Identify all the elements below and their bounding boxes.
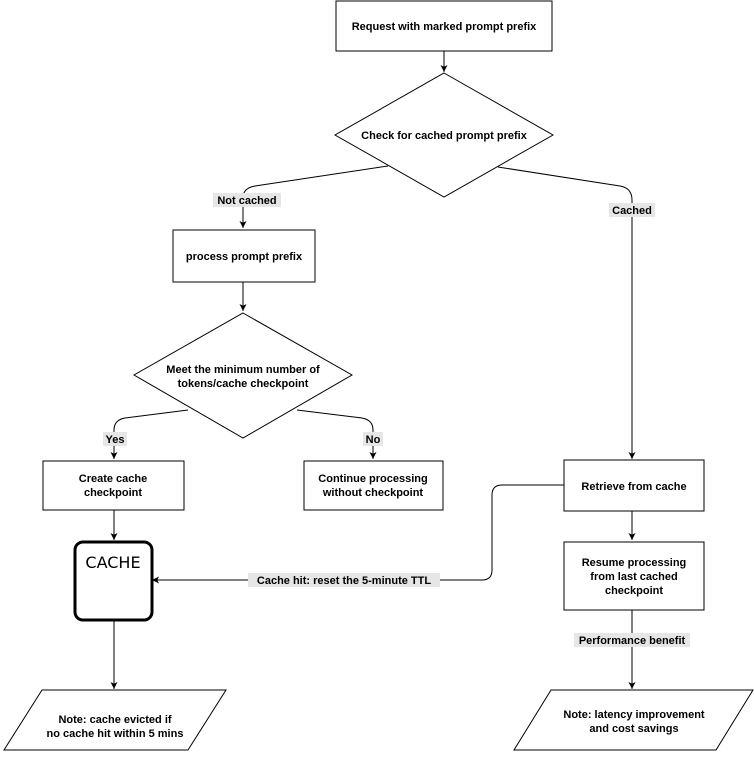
- svg-text:Note: latency improvement: Note: latency improvement: [563, 709, 705, 721]
- svg-text:Yes: Yes: [106, 434, 125, 446]
- edge-label-no: No: [363, 432, 383, 446]
- edge-label-yes: Yes: [103, 432, 127, 446]
- svg-text:checkpoint: checkpoint: [84, 487, 142, 499]
- svg-text:tokens/cache checkpoint: tokens/cache checkpoint: [178, 378, 309, 390]
- svg-text:Create cache: Create cache: [79, 473, 148, 485]
- svg-text:Not cached: Not cached: [217, 195, 276, 207]
- svg-text:Meet the minimum number of: Meet the minimum number of: [166, 364, 320, 376]
- svg-text:No: No: [366, 434, 381, 446]
- node-create-checkpoint: Create cache checkpoint: [42, 460, 185, 511]
- svg-text:Note: cache evicted if: Note: cache evicted if: [58, 714, 171, 726]
- svg-text:CACHE: CACHE: [85, 553, 140, 572]
- svg-text:Performance benefit: Performance benefit: [579, 635, 686, 647]
- decision-meet-minimum: Meet the minimum number of tokens/cache …: [132, 312, 354, 439]
- svg-text:Resume processing: Resume processing: [582, 557, 687, 569]
- svg-text:process prompt prefix: process prompt prefix: [186, 251, 303, 263]
- svg-text:Retrieve from cache: Retrieve from cache: [581, 481, 686, 493]
- node-process-prefix: process prompt prefix: [172, 229, 316, 283]
- svg-text:Cached: Cached: [612, 205, 652, 217]
- svg-text:no cache hit within 5 mins: no cache hit within 5 mins: [47, 728, 184, 740]
- svg-text:Check for cached prompt prefix: Check for cached prompt prefix: [361, 130, 528, 142]
- edge-label-cached: Cached: [609, 203, 655, 217]
- edge-meet-to-continue: [296, 409, 377, 459]
- node-request: Request with marked prompt prefix: [335, 0, 553, 52]
- node-continue-processing: Continue processing without checkpoint: [303, 460, 444, 511]
- svg-text:Continue processing: Continue processing: [318, 473, 427, 485]
- node-resume-processing: Resume processing from last cached check…: [563, 541, 705, 611]
- svg-text:Request with marked prompt pre: Request with marked prompt prefix: [352, 21, 537, 33]
- svg-text:and cost savings: and cost savings: [589, 723, 678, 735]
- svg-text:from last cached: from last cached: [590, 571, 677, 583]
- decision-check-cached: Check for cached prompt prefix: [333, 72, 555, 198]
- node-retrieve-from-cache: Retrieve from cache: [563, 459, 705, 512]
- svg-text:without checkpoint: without checkpoint: [322, 487, 424, 499]
- svg-text:Cache hit: reset the 5-minute: Cache hit: reset the 5-minute TTL: [257, 575, 431, 587]
- note-latency-improvement: Note: latency improvement and cost savin…: [513, 689, 754, 751]
- edge-label-not-cached: Not cached: [213, 193, 281, 207]
- note-cache-evicted: Note: cache evicted if no cache hit with…: [3, 689, 227, 751]
- svg-text:checkpoint: checkpoint: [605, 585, 663, 597]
- node-cache: CACHE: [73, 540, 154, 622]
- edge-label-cache-hit: Cache hit: reset the 5-minute TTL: [248, 573, 440, 587]
- edge-retrieve-to-cache: [152, 484, 564, 584]
- edge-check-to-retrieve: [497, 166, 636, 459]
- edge-label-performance: Performance benefit: [574, 633, 690, 647]
- edge-meet-to-create: [110, 409, 189, 459]
